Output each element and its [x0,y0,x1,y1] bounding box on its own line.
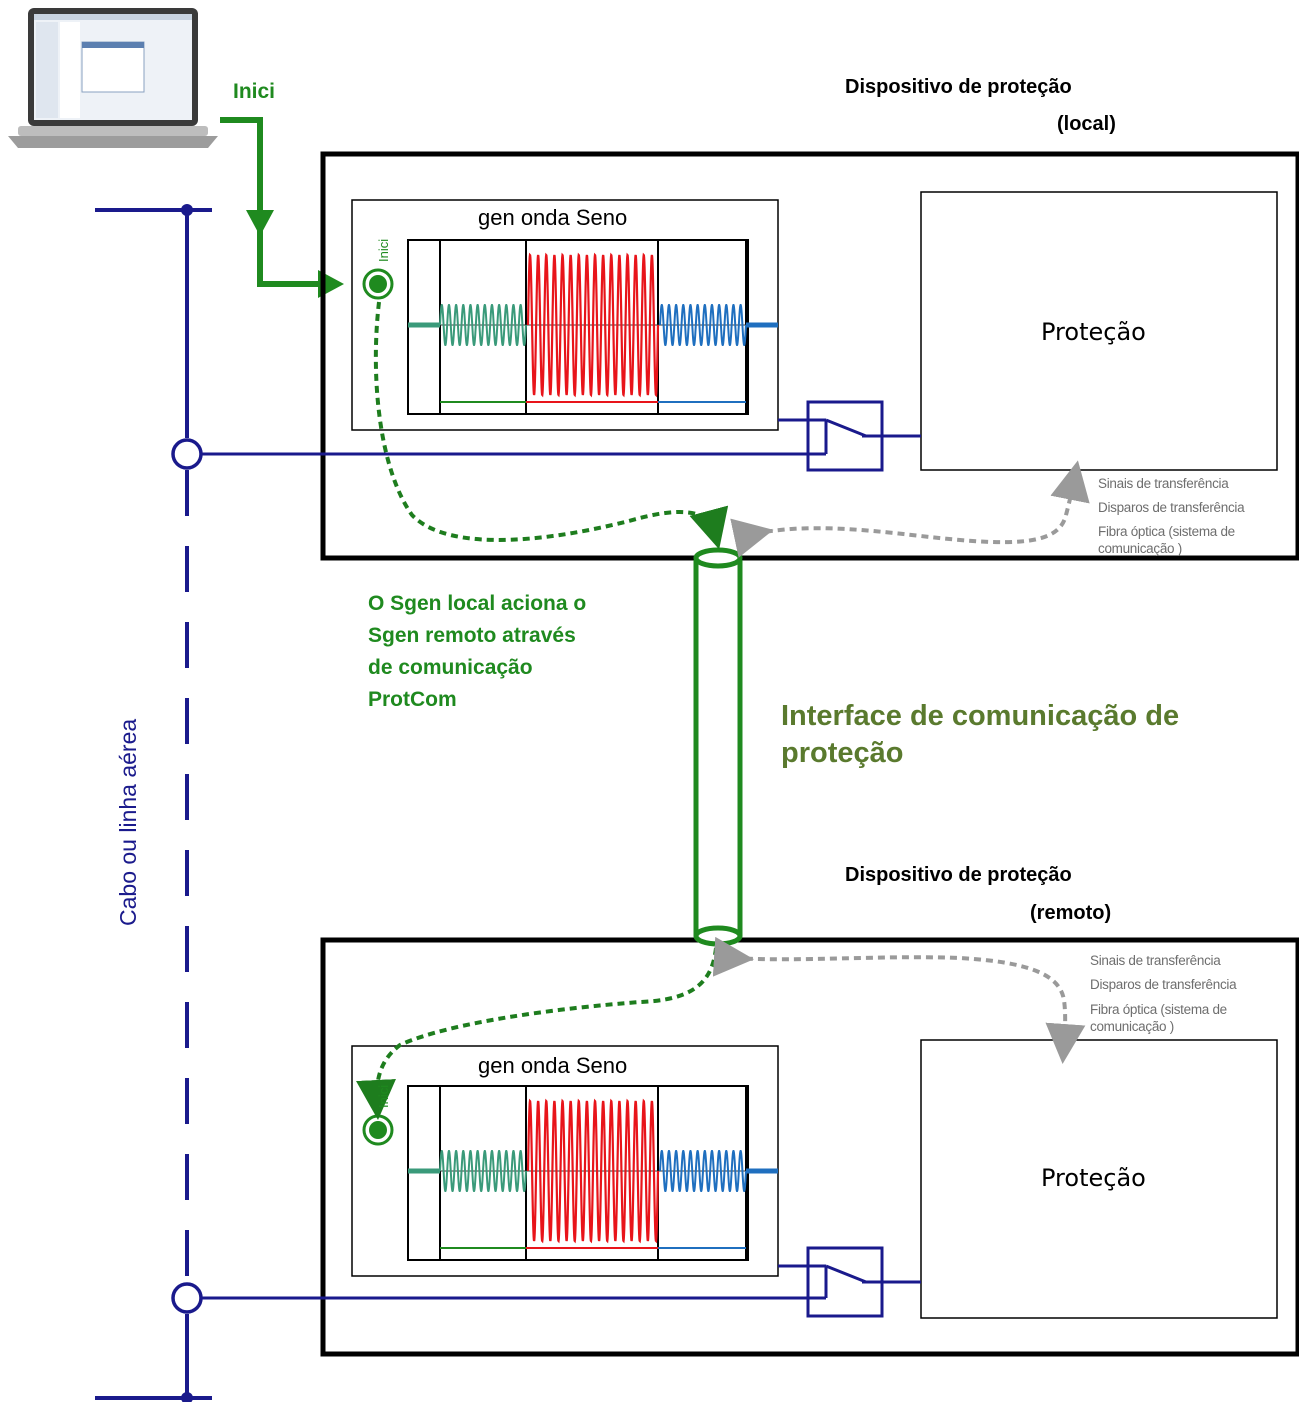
remote-sine-gen-title: gen onda Seno [478,1053,628,1078]
remote-protection-box [920,1039,1278,1319]
trigger-note-line4: ProtCom [368,688,457,711]
remote-transfer-trips: Disparos de transferência [1090,977,1237,992]
remote-sine-generator [351,1045,779,1277]
local-protection-box [920,191,1278,471]
remote-transfer-signals: Sinais de transferência [1090,953,1221,968]
trigger-note-line2: Sgen remoto através [368,624,576,647]
start-button-dot [369,275,387,293]
trigger-note-line1: O Sgen local aciona o [368,592,587,615]
local-fiber-line2: comunicação ) [1098,541,1182,556]
start-button-dot [369,1121,387,1139]
remote-connection [201,1264,921,1300]
local-transfer-signals: Sinais de transferência [1098,476,1229,491]
remote-transfer-path [712,936,1086,1064]
local-device-box [320,151,1299,561]
post-fault-wave [659,304,747,346]
remote-start-button-label: Inici [376,1084,391,1108]
pre-fault-wave [439,1150,527,1192]
line-label: Cabo ou linha aérea [115,718,141,926]
pre-fault-wave [439,304,527,346]
local-trigger-path [373,301,729,550]
switch-icon [806,1246,884,1318]
local-fiber-line1: Fibra óptica (sistema de [1098,524,1235,539]
local-sine-gen-title: gen onda Seno [478,205,628,230]
laptop-icon [8,8,218,148]
start-label: Inici [233,80,276,103]
remote-device-subtitle: (remoto) [1030,902,1112,924]
local-protection-label: Proteção [1041,318,1146,346]
communication-tube [693,547,743,947]
switch-icon [806,400,884,472]
trigger-note-line3: de comunicação [368,656,533,679]
overhead-line [95,204,212,1402]
remote-device-title: Dispositivo de proteção [845,864,1072,886]
interface-label-line1: Interface de comunicação de [781,700,1180,732]
fault-wave [526,252,660,398]
local-connection [201,418,921,456]
local-device-title: Dispositivo de proteção [845,76,1072,98]
local-sine-generator [351,199,779,431]
start-button-icon [362,1114,394,1146]
local-transfer-trips: Disparos de transferência [1098,500,1245,515]
remote-trigger-path [356,947,718,1120]
start-button-icon [362,268,394,300]
remote-fiber-line1: Fibra óptica (sistema de [1090,1002,1227,1017]
remote-fiber-line2: comunicação ) [1090,1019,1174,1034]
local-device-subtitle: (local) [1057,113,1116,135]
remote-protection-label: Proteção [1041,1164,1146,1192]
post-fault-wave [659,1150,747,1192]
local-transfer-path [730,460,1090,558]
fault-wave [526,1098,660,1244]
interface-label-line2: proteção [781,737,904,769]
local-start-button-label: Inici [376,238,391,262]
